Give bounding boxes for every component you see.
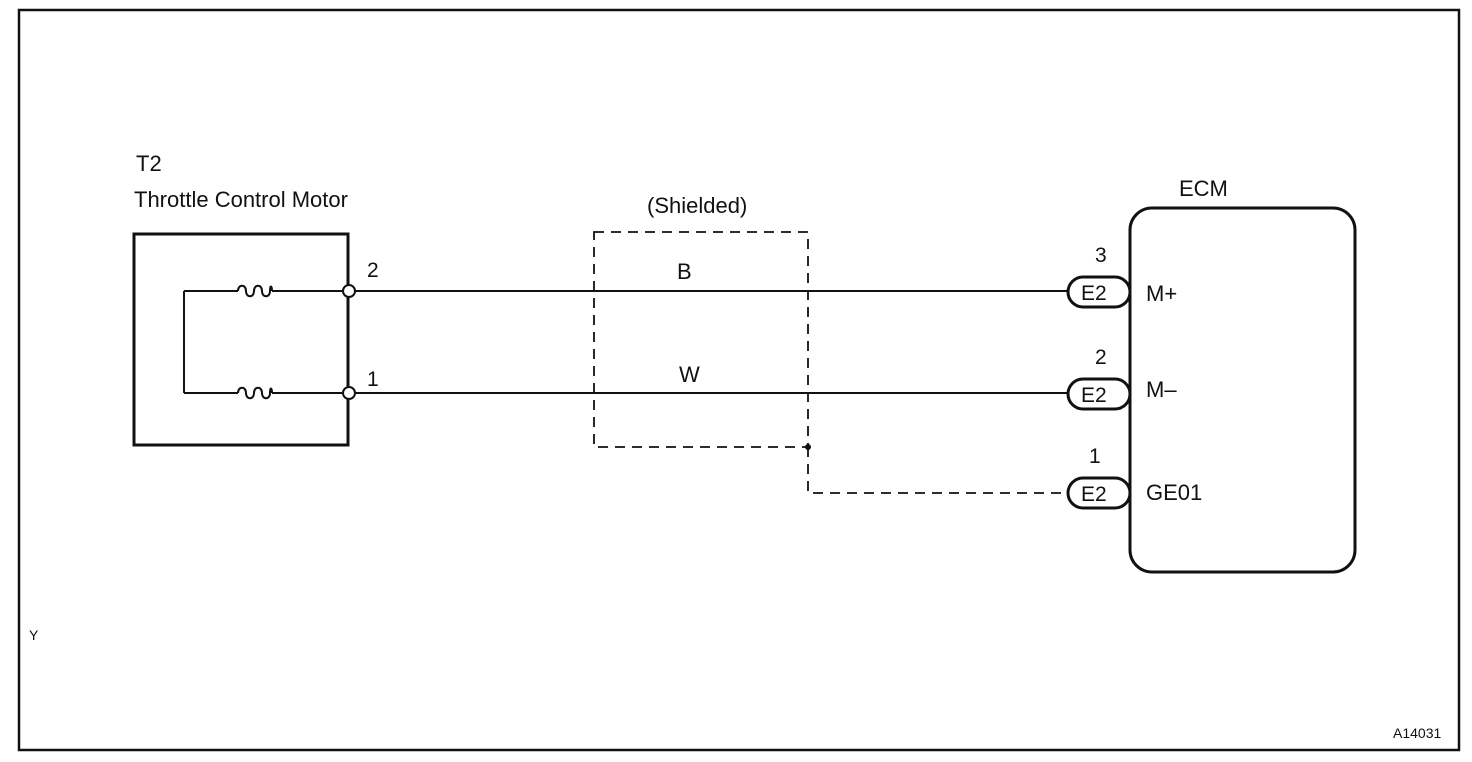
connector-e2-pin3 xyxy=(1066,275,1132,309)
coil-icon xyxy=(237,284,273,298)
motor-ref: T2 xyxy=(136,151,162,176)
shield-drain-wire xyxy=(807,447,1068,494)
ecm-signal-label: M+ xyxy=(1146,281,1177,306)
wire-color-bottom: W xyxy=(679,362,700,387)
ecm-connector-label: E2 xyxy=(1081,483,1107,506)
motor-terminal-1 xyxy=(342,386,356,400)
connector-e2-pin2 xyxy=(1066,377,1132,411)
motor-pin-bottom: 1 xyxy=(367,368,379,391)
ecm-connector-label: E2 xyxy=(1081,282,1107,305)
ecm-signal-label: M– xyxy=(1146,377,1177,402)
ecm-title: ECM xyxy=(1179,176,1228,201)
ecm-pin-number: 3 xyxy=(1095,244,1107,267)
shield-label: (Shielded) xyxy=(647,193,747,218)
connector-e2-pin1 xyxy=(1066,476,1132,510)
coil-icon xyxy=(237,386,273,400)
motor-internal-wiring xyxy=(183,290,342,394)
ecm-connector-label: E2 xyxy=(1081,384,1107,407)
motor-pin-top: 2 xyxy=(367,259,379,282)
shield-box xyxy=(593,231,809,448)
ecm-signal-label: GE01 xyxy=(1146,480,1202,505)
wire-color-top: B xyxy=(677,259,692,284)
outer-frame xyxy=(17,8,1461,752)
ecm-pin-number: 1 xyxy=(1089,445,1101,468)
motor-name: Throttle Control Motor xyxy=(134,187,348,212)
motor-terminal-2 xyxy=(342,284,356,298)
corner-mark: Y xyxy=(29,627,39,643)
figure-id: A14031 xyxy=(1393,725,1441,741)
ecm-pin-number: 2 xyxy=(1095,346,1107,369)
motor-box xyxy=(132,232,350,447)
